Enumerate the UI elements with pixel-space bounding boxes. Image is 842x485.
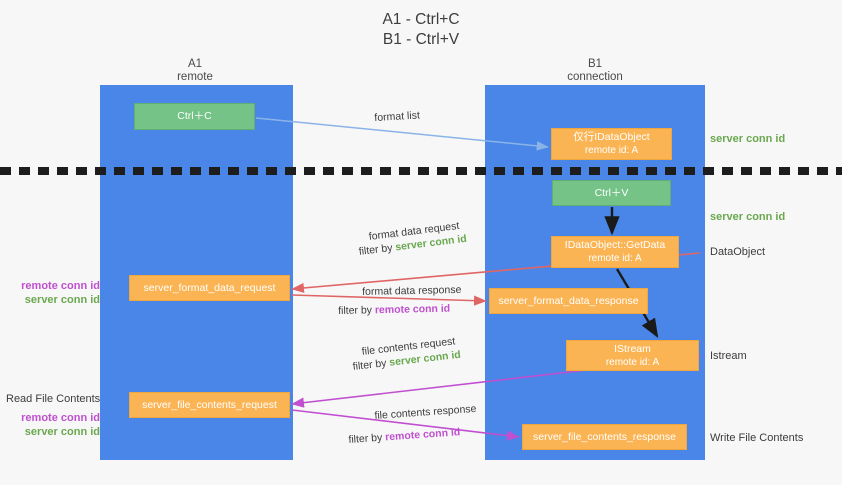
column-header-b1: B1 connection: [530, 58, 660, 84]
column-header-b1-role: connection: [567, 71, 623, 83]
box-istream-line1: IStream: [614, 342, 651, 355]
column-header-b1-name: B1: [587, 58, 603, 70]
flow-label-format-list: format list: [374, 109, 421, 124]
box-server-file-contents-response[interactable]: server_file_contents_response: [522, 424, 687, 450]
arrow-format-data-response: [291, 294, 487, 306]
annotation-remote-conn-id-a: remote conn id: [21, 280, 100, 292]
annotation-istream: Istream: [710, 350, 747, 362]
column-header-a1-name: A1: [187, 58, 203, 70]
annotation-read-file-contents: Read File Contents: [6, 393, 101, 405]
filter-prefix: filter by: [352, 356, 391, 373]
annotation-left-conn-ids-top: remote conn id server conn id: [8, 279, 100, 307]
annotation-server-conn-id-top: server conn id: [710, 133, 786, 145]
page-title: A1 - Ctrl+C B1 - Ctrl+V: [382, 11, 460, 48]
box-ctrl-v-label: Ctrl＋V: [594, 186, 629, 199]
box-idataobject-line1: 仅行IDataObject: [573, 131, 650, 143]
annotation-server-conn-id-b: server conn id: [24, 426, 100, 438]
arrow-format-list: [255, 117, 549, 151]
box-ctrl-c[interactable]: Ctrl＋C: [134, 103, 255, 130]
box-server-file-contents-request-label: server_file_contents_request: [142, 398, 277, 411]
filter-prefix: filter by: [358, 241, 397, 258]
annotation-dataobject: DataObject: [710, 246, 766, 258]
flow-filter-format-data-response: filter by remote conn id: [338, 302, 450, 319]
box-server-file-contents-response-label: server_file_contents_response: [532, 430, 676, 443]
box-istream[interactable]: IStream remote id: A: [566, 340, 699, 371]
flow-label-format-data-response: format data response: [362, 283, 462, 298]
box-server-format-data-request-label: server_format_data_request: [143, 281, 276, 294]
box-istream-line2: remote id: A: [605, 356, 660, 368]
annotation-remote-conn-id-b: remote conn id: [21, 412, 100, 424]
box-server-file-contents-request[interactable]: server_file_contents_request: [129, 392, 290, 418]
annotation-server-conn-id-a: server conn id: [24, 294, 100, 306]
phase-divider: [0, 167, 842, 175]
box-server-format-data-request[interactable]: server_format_data_request: [129, 275, 290, 301]
box-getdata-line1: IDataObject::GetData: [564, 239, 666, 251]
box-server-format-data-response-label: server_format_data_response: [498, 294, 639, 307]
box-idataobject-getdata[interactable]: IDataObject::GetData remote id: A: [551, 236, 679, 268]
filter-value-remote-conn-id: remote conn id: [384, 426, 461, 444]
box-server-format-data-response[interactable]: server_format_data_response: [489, 288, 648, 314]
annotation-left-conn-ids-bottom: remote conn id server conn id: [8, 411, 100, 439]
box-idataobject-line2: remote id: A: [584, 145, 639, 156]
arrow-file-contents-response: [291, 409, 520, 441]
annotation-write-file-contents: Write File Contents: [710, 432, 804, 444]
box-idataobject[interactable]: 仅行IDataObject remote id: A: [551, 128, 672, 160]
box-getdata-line2: remote id: A: [588, 253, 642, 264]
box-ctrl-v[interactable]: Ctrl＋V: [552, 180, 671, 206]
filter-prefix: filter by: [348, 431, 386, 446]
column-header-a1-role: remote: [177, 71, 213, 83]
box-ctrl-c-label: Ctrl＋C: [177, 110, 212, 122]
column-header-a1: A1 remote: [130, 58, 260, 84]
filter-value-remote-conn-id: remote conn id: [374, 302, 451, 317]
annotation-server-conn-id-mid: server conn id: [710, 211, 786, 223]
filter-prefix: filter by: [338, 304, 376, 317]
